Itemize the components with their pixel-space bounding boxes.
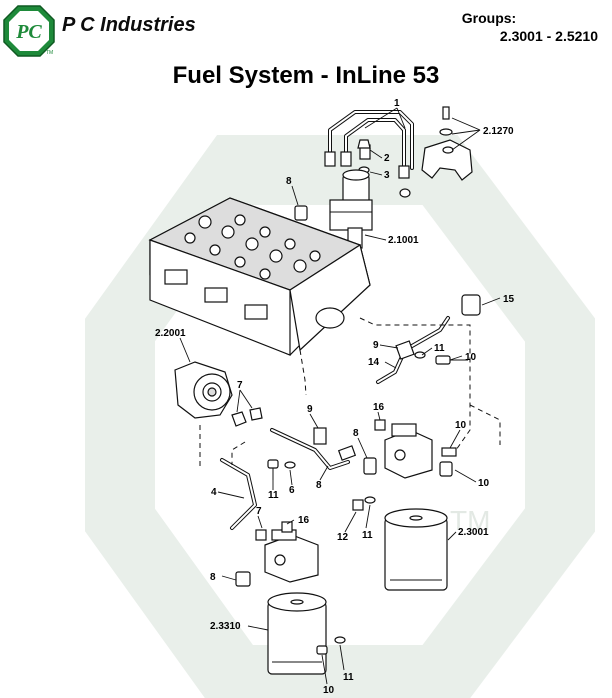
callout-label: 14 xyxy=(368,357,380,368)
callout-label: 8 xyxy=(353,428,359,439)
callout-label: 1 xyxy=(394,98,400,109)
cylinder-head-part xyxy=(148,197,371,356)
callout-label: 10 xyxy=(478,478,490,489)
callout-label: 2 xyxy=(384,153,390,164)
callout-label: 11 xyxy=(434,343,445,354)
pc-logo-icon: PC TM xyxy=(3,5,55,57)
callout-label: 16 xyxy=(373,402,385,413)
plug-part-8-lower xyxy=(235,571,251,587)
callout-label: 6 xyxy=(289,485,295,496)
callout-label: 9 xyxy=(307,404,313,415)
watermark-tm: TM xyxy=(450,505,490,536)
fuel-return-line xyxy=(376,316,468,384)
callout-leader-lines xyxy=(179,107,501,685)
injector-fuel-lines xyxy=(324,110,414,179)
callout-label: 16 xyxy=(298,515,310,526)
fuel-filter-2-3001 xyxy=(384,508,448,591)
callout-label: 11 xyxy=(343,672,354,683)
callout-label: 11 xyxy=(362,530,373,541)
nut-washer-part-12 xyxy=(352,496,376,511)
groups-range: 2.3001 - 2.5210 xyxy=(499,28,598,44)
plug-part-8-top xyxy=(294,205,308,221)
nut-part xyxy=(399,188,411,198)
callout-label: 10 xyxy=(465,352,477,363)
filter-head-lower xyxy=(255,521,319,583)
fuel-filter-2-3310 xyxy=(267,592,327,675)
filter-head-right xyxy=(374,419,457,479)
bolt-washer-middle xyxy=(267,459,296,480)
callout-label: 12 xyxy=(337,532,349,543)
callout-label: 8 xyxy=(210,572,216,583)
callout-label: 7 xyxy=(256,506,262,517)
callout-label: 10 xyxy=(455,420,467,431)
fuel-line-part-6 xyxy=(270,427,377,475)
logo-tm: TM xyxy=(46,50,53,56)
callout-label: 2.3310 xyxy=(210,621,241,632)
fitting-part-2 xyxy=(357,139,371,149)
fuel-pump-part xyxy=(174,361,233,419)
callout-label: 2.1270 xyxy=(483,126,514,137)
callout-label: 2.2001 xyxy=(155,328,186,339)
callout-label: 10 xyxy=(323,685,335,696)
callout-labels: 1 2 3 2.1270 8 2.1001 15 9 11 14 10 2.20… xyxy=(155,98,515,696)
callout-label: 4 xyxy=(211,487,217,498)
callout-label: 2.3001 xyxy=(458,527,489,538)
callout-label: 15 xyxy=(503,294,515,305)
callout-label: 8 xyxy=(286,176,292,187)
fuel-line-part-4 xyxy=(220,458,257,530)
assembly-dashed-lines xyxy=(199,317,501,470)
watermark-logo: TM xyxy=(85,135,595,698)
plug-part-15 xyxy=(461,294,481,316)
callout-label: 7 xyxy=(237,380,243,391)
groups-label: Groups: xyxy=(461,10,517,26)
company-name: P C Industries xyxy=(62,14,196,36)
callout-label: 2.1001 xyxy=(388,235,419,246)
bolt-washer-bottom xyxy=(316,636,346,655)
injector-clamp-part xyxy=(421,106,473,181)
page-title: Fuel System - InLine 53 xyxy=(172,62,440,89)
logo-letters: PC xyxy=(15,21,42,43)
callout-label: 11 xyxy=(268,490,279,501)
callout-label: 3 xyxy=(384,170,390,181)
callout-label: 8 xyxy=(316,480,322,491)
fitting-part-7 xyxy=(231,407,263,427)
callout-label: 9 xyxy=(373,340,379,351)
